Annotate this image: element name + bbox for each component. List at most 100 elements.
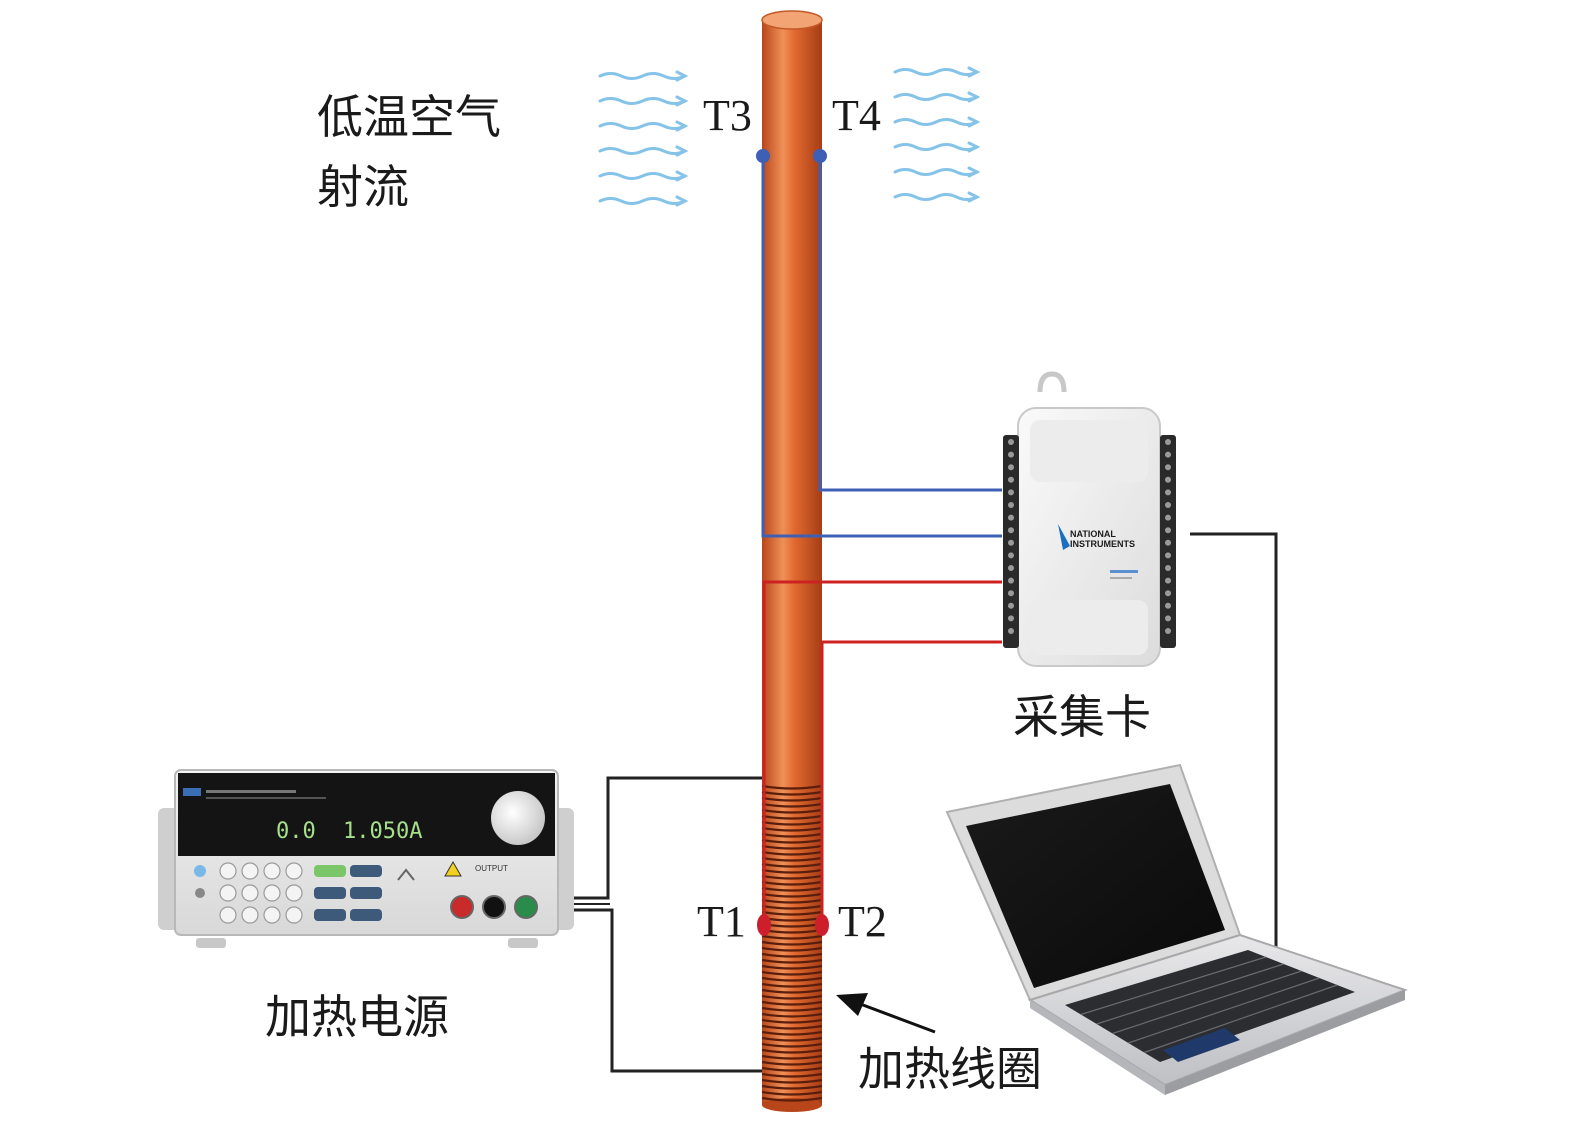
ps-keypad[interactable] xyxy=(194,862,303,924)
keyboard-row xyxy=(1128,977,1320,1044)
airflow-wave xyxy=(893,193,979,201)
daq-terminal-pin xyxy=(1165,489,1171,496)
ps-knob[interactable] xyxy=(491,791,545,845)
coil-turn xyxy=(761,802,823,808)
daq-terminal-pin xyxy=(1165,590,1171,597)
airflow-arrowhead xyxy=(967,166,981,178)
ps-terminal-ground[interactable] xyxy=(482,895,506,919)
ps-keypad-key[interactable] xyxy=(241,906,259,924)
coil-turn xyxy=(761,874,823,880)
daq-terminal-pin xyxy=(1008,439,1014,445)
laptop-keyboard[interactable] xyxy=(1065,950,1355,1062)
airflow-wave xyxy=(598,197,687,205)
coil-turn xyxy=(761,832,823,838)
daq-card-device: NATIONAL INSTRUMENTS xyxy=(1003,371,1176,667)
daq-terminal-pin xyxy=(1165,552,1171,559)
daq-card-label: 采集卡 xyxy=(1013,690,1151,744)
ps-terminal-positive[interactable] xyxy=(450,895,474,919)
laptop-device xyxy=(945,763,1408,1095)
coil-turn xyxy=(761,820,823,826)
coil-turn xyxy=(761,850,823,856)
airflow-wave xyxy=(893,93,979,101)
coil-arrow xyxy=(836,993,936,1034)
coil-turn xyxy=(761,946,823,952)
coil-turn xyxy=(761,844,823,850)
coil-turn xyxy=(761,1042,823,1048)
coil-turn xyxy=(761,868,823,874)
ps-keypad-key[interactable] xyxy=(263,884,281,902)
airflow-arrowhead xyxy=(675,145,689,157)
airflow-wave xyxy=(893,168,979,176)
coil-turn xyxy=(761,910,823,916)
sensor-t2-label: T2 xyxy=(838,897,887,946)
ps-keypad-key[interactable] xyxy=(285,862,303,880)
daq-terminal-pin xyxy=(1008,552,1014,559)
coil-turn xyxy=(761,964,823,970)
airflow-wave xyxy=(598,147,687,155)
sensor-t3-label: T3 xyxy=(703,91,752,140)
coil-turn xyxy=(761,1054,823,1060)
airflow-wave xyxy=(598,72,687,80)
ps-keypad-key[interactable] xyxy=(219,906,237,924)
daq-terminal-pin xyxy=(1008,527,1014,534)
keyboard-row xyxy=(1080,956,1267,1016)
coil-turn xyxy=(761,796,823,802)
daq-terminal-pin xyxy=(1165,451,1171,458)
coil-turn xyxy=(761,862,823,868)
coil-turn xyxy=(761,952,823,958)
ps-power-led xyxy=(194,865,206,877)
ps-keypad-key[interactable] xyxy=(263,862,281,880)
coil-turn xyxy=(761,784,823,790)
ps-current-readout: 1.050A xyxy=(343,819,422,844)
coil-turn xyxy=(761,934,823,940)
sensor-t2-dot xyxy=(815,914,829,936)
ps-arrow-icon[interactable] xyxy=(397,868,415,881)
coil-turn xyxy=(761,1072,823,1078)
daq-brand-line1: NATIONAL xyxy=(1070,529,1116,539)
daq-terminal-pin xyxy=(1165,565,1171,571)
coil-turn xyxy=(761,814,823,820)
daq-terminal-pin xyxy=(1165,602,1171,609)
coil-turn xyxy=(761,1096,823,1102)
copper-tube xyxy=(761,10,823,1112)
airflow-arrowhead xyxy=(675,70,689,82)
laptop-touchpad[interactable] xyxy=(1163,1028,1240,1062)
airflow-wave xyxy=(598,122,687,130)
airflow-arrowhead xyxy=(675,170,689,182)
daq-terminal-pin xyxy=(1165,628,1171,634)
ps-keypad-key[interactable] xyxy=(285,906,303,924)
airflow-arrowhead xyxy=(967,66,981,78)
cold-air-flow-left xyxy=(598,70,689,207)
ps-keypad-key[interactable] xyxy=(219,884,237,902)
cold-air-label-line2: 射流 xyxy=(317,160,409,214)
ps-nav-key[interactable] xyxy=(195,888,205,898)
ps-keypad-key[interactable] xyxy=(241,884,259,902)
airflow-arrowhead xyxy=(967,91,981,103)
coil-turn xyxy=(761,1084,823,1090)
power-supply-device: 0.0 1.050A OUTPUT xyxy=(158,769,574,948)
airflow-wave xyxy=(893,118,979,126)
coil-turn xyxy=(761,838,823,844)
coil-turn xyxy=(761,982,823,988)
ps-keypad-key[interactable] xyxy=(285,884,303,902)
thermocouple-wires-blue xyxy=(761,157,1002,538)
daq-terminal-pin xyxy=(1008,451,1014,458)
airflow-arrowhead xyxy=(967,141,981,153)
daq-terminal-pin xyxy=(1008,476,1014,483)
ps-voltage-readout: 0.0 xyxy=(276,819,316,844)
ps-keypad-key[interactable] xyxy=(219,862,237,880)
coil-turn xyxy=(761,1048,823,1054)
airflow-wave xyxy=(893,143,979,151)
daq-terminal-pin xyxy=(1165,439,1171,445)
airflow-arrowhead xyxy=(675,95,689,107)
ps-keypad-key[interactable] xyxy=(263,906,281,924)
daq-terminal-pin xyxy=(1165,577,1171,584)
coil-turn xyxy=(761,1030,823,1036)
daq-terminal-pin xyxy=(1008,615,1014,622)
coil-turn xyxy=(761,1066,823,1072)
coil-turn xyxy=(761,1090,823,1096)
keyboard-row xyxy=(1112,970,1302,1035)
ps-keypad-key[interactable] xyxy=(241,862,259,880)
ps-function-keys[interactable] xyxy=(314,865,382,921)
ps-terminal-negative[interactable] xyxy=(514,895,538,919)
